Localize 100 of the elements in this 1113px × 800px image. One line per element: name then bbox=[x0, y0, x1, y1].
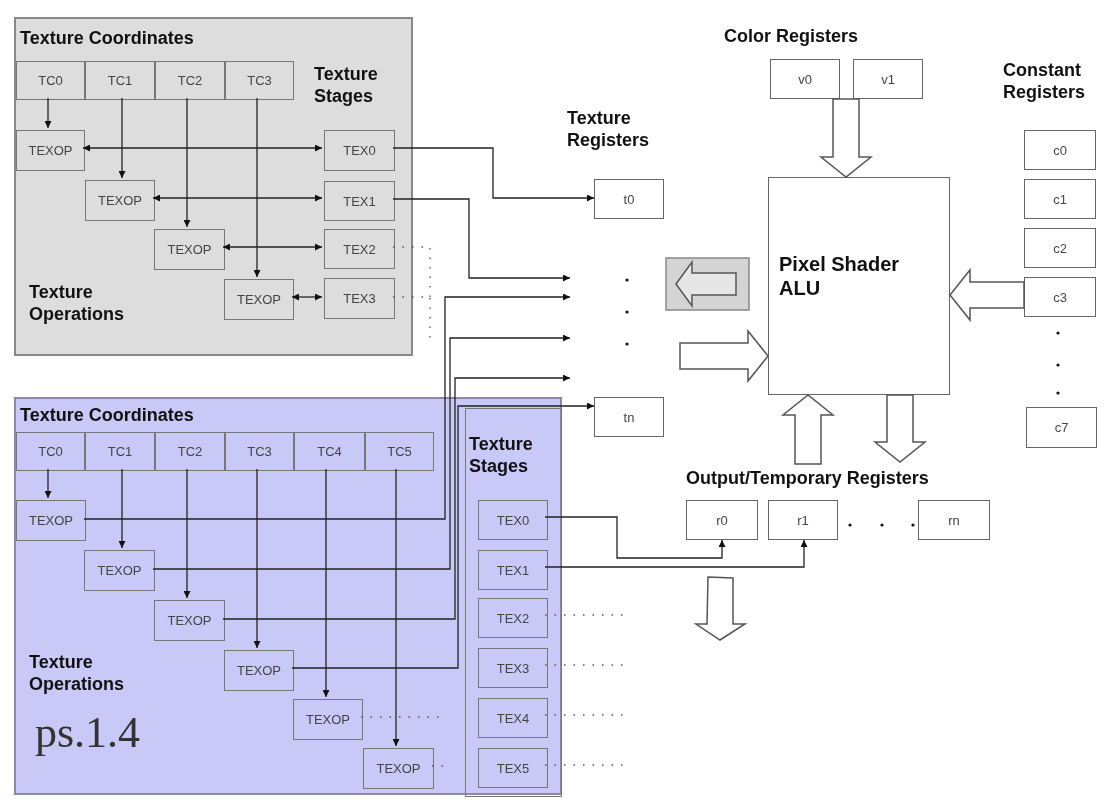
register-label: r1 bbox=[797, 512, 809, 528]
register-label: c2 bbox=[1053, 240, 1067, 256]
register-label: TEX2 bbox=[343, 241, 376, 257]
group-heading: Output/Temporary Registers bbox=[686, 468, 930, 490]
register-label: TEX4 bbox=[496, 710, 530, 726]
register-label: TEXOP bbox=[236, 663, 282, 678]
register-label: TEX0 bbox=[343, 143, 376, 158]
register-box bbox=[770, 59, 840, 99]
arrow bbox=[44, 97, 52, 129]
register-label: TC3 bbox=[247, 73, 272, 88]
register-label: TC3 bbox=[247, 444, 272, 459]
register-label: TEX3 bbox=[496, 660, 530, 676]
arrow bbox=[222, 374, 571, 620]
stage-box bbox=[478, 698, 548, 738]
arrow bbox=[82, 144, 323, 152]
register-label: c1 bbox=[1053, 191, 1067, 207]
coordinate-cell bbox=[16, 432, 85, 471]
block-arrow bbox=[780, 394, 836, 465]
register-label: TEX5 bbox=[496, 760, 530, 776]
arrow bbox=[392, 468, 400, 747]
register-label: TC0 bbox=[38, 444, 63, 459]
panel-heading: Texture Stages bbox=[314, 64, 379, 108]
register-box bbox=[768, 500, 838, 540]
coordinate-cell bbox=[85, 432, 155, 471]
coordinate-cell bbox=[294, 432, 365, 471]
register-box bbox=[686, 500, 758, 540]
stage-box bbox=[478, 598, 548, 638]
stage-box bbox=[478, 550, 548, 590]
register-box bbox=[918, 500, 990, 540]
stage-box bbox=[324, 229, 395, 269]
stage-box bbox=[324, 181, 395, 221]
arrow bbox=[152, 334, 571, 570]
register-label: t0 bbox=[623, 191, 635, 207]
register-label: TC0 bbox=[38, 73, 63, 88]
register-label: TC4 bbox=[317, 444, 342, 459]
register-box bbox=[853, 59, 923, 99]
register-label: TEXOP bbox=[97, 563, 142, 578]
alu-box bbox=[768, 177, 950, 395]
arrow bbox=[544, 539, 808, 568]
version-label: ps.1.4 bbox=[35, 707, 142, 759]
panel-heading: Texture Stages bbox=[469, 434, 534, 478]
arrow bbox=[183, 97, 191, 228]
register-label: v0 bbox=[798, 71, 812, 87]
arrow bbox=[118, 468, 126, 549]
arrow bbox=[392, 198, 571, 282]
register-label: c7 bbox=[1054, 420, 1069, 435]
coordinate-cell bbox=[225, 432, 294, 471]
block-arrow bbox=[872, 394, 928, 463]
stages-frame bbox=[465, 408, 562, 797]
arrow bbox=[291, 402, 595, 669]
operation-box bbox=[16, 500, 86, 541]
operation-box bbox=[224, 279, 294, 320]
register-label: TEX3 bbox=[343, 291, 376, 306]
arrow bbox=[322, 468, 330, 698]
register-label: TEX0 bbox=[496, 512, 530, 528]
panel-heading: Texture Coordinates bbox=[20, 28, 195, 50]
arrow bbox=[44, 468, 52, 499]
register-box bbox=[594, 397, 664, 437]
stage-box bbox=[478, 648, 548, 688]
operation-box bbox=[363, 748, 434, 789]
arrow bbox=[83, 293, 571, 520]
register-label: c0 bbox=[1053, 142, 1067, 158]
register-label: tn bbox=[623, 409, 635, 425]
register-label: TC1 bbox=[107, 444, 133, 459]
arrow bbox=[183, 468, 191, 599]
register-label: TC1 bbox=[107, 73, 133, 88]
register-box bbox=[1024, 228, 1096, 268]
coordinate-cell bbox=[155, 61, 225, 100]
register-label: TEXOP bbox=[28, 143, 73, 158]
operation-box bbox=[16, 130, 85, 171]
arrow bbox=[222, 243, 323, 251]
arrow bbox=[152, 194, 323, 202]
coordinate-cell bbox=[16, 61, 85, 100]
register-label: TEXOP bbox=[236, 292, 282, 307]
register-label: TEXOP bbox=[28, 513, 74, 528]
operation-box bbox=[84, 550, 155, 591]
panel bbox=[14, 397, 562, 795]
register-label: TEXOP bbox=[97, 193, 143, 208]
stage-box bbox=[324, 130, 395, 171]
register-label: r0 bbox=[716, 512, 728, 528]
coordinate-cell bbox=[155, 432, 225, 471]
register-label: TEXOP bbox=[167, 613, 212, 628]
register-label: TEX1 bbox=[496, 562, 530, 578]
panel-heading: Texture Operations bbox=[29, 282, 126, 326]
arrow bbox=[118, 97, 126, 179]
coordinate-cell bbox=[225, 61, 294, 100]
register-label: TEXOP bbox=[305, 712, 351, 727]
operation-box bbox=[154, 600, 225, 641]
panel-heading: Texture Coordinates bbox=[20, 405, 195, 427]
group-heading: Texture Registers bbox=[567, 108, 651, 152]
coordinate-cell bbox=[365, 432, 434, 471]
register-box bbox=[1026, 407, 1097, 448]
stage-box bbox=[478, 748, 548, 788]
arrow bbox=[392, 147, 595, 202]
stage-box bbox=[324, 278, 395, 319]
operation-box bbox=[85, 180, 155, 221]
group-heading: Color Registers bbox=[724, 26, 860, 48]
register-box bbox=[594, 179, 664, 219]
arrow bbox=[544, 516, 726, 559]
arrow bbox=[291, 293, 323, 301]
